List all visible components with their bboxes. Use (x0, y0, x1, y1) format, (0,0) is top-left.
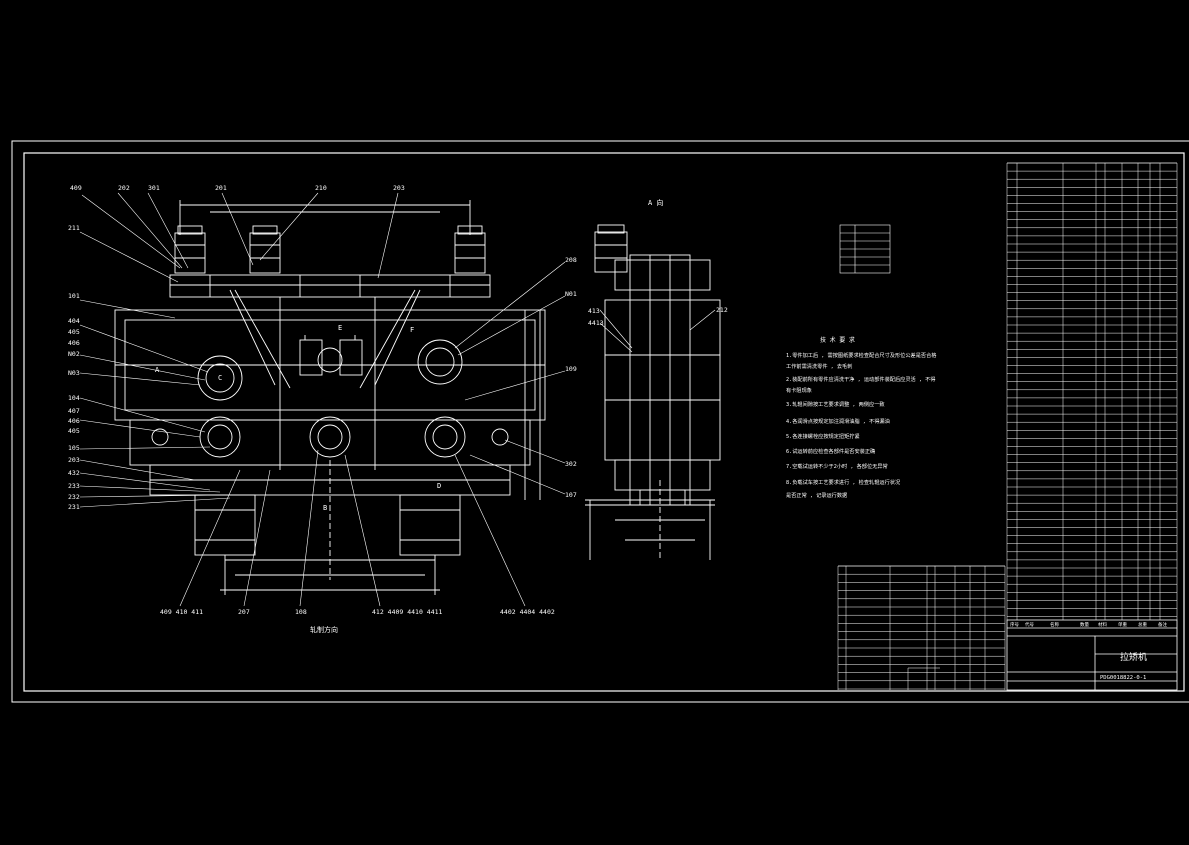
view-a-callout-1: 4413 (588, 319, 604, 327)
callout-left-16: 231 (68, 503, 80, 511)
callout-left-12: 203 (68, 456, 80, 464)
title-block-col-4: 材料 (1098, 621, 1107, 628)
view-a-title: A 向 (648, 198, 663, 207)
view-a-labels: A 向 413 4413 212 (588, 198, 728, 327)
tech-req-line-6: 5.各连接螺栓应按规定扭矩拧紧 (786, 432, 860, 440)
bill-of-materials-right (1006, 162, 1178, 620)
view-a-callout-0: 413 (588, 307, 600, 315)
sheet-outer-frame (11, 140, 1189, 703)
callout-left-0: 211 (68, 224, 80, 232)
title-block-col-1: 代号 (1025, 621, 1034, 628)
section-mark-d: D (437, 482, 441, 490)
callout-left-4: 406 (68, 339, 80, 347)
tech-req-line-2: 2.装配前所有零件应清洗干净 , 运动部件装配后应灵活 , 不得 (786, 375, 936, 383)
callout-right-3: 302 (565, 460, 577, 468)
main-view-leaders (79, 192, 566, 607)
callout-left-6: N03 (68, 369, 80, 377)
callout-left-9: 406 (68, 417, 80, 425)
callout-bottom-2: 108 (295, 608, 307, 616)
view-a-side-elevation (585, 224, 721, 560)
sheet-inner-frame (23, 152, 1185, 692)
callout-left-14: 233 (68, 482, 80, 490)
tech-req-line-1: 工作前需清洗零件 , 去毛刺 (786, 362, 852, 370)
callout-bottom-0: 409 410 411 (160, 608, 203, 616)
callout-left-1: 101 (68, 292, 80, 300)
callout-top-1: 202 (118, 184, 130, 192)
callout-top-4: 210 (315, 184, 327, 192)
title-block-col-7: 备注 (1158, 621, 1167, 628)
callout-right-2: 109 (565, 365, 577, 373)
callout-right-4: 107 (565, 491, 577, 499)
callout-top-5: 203 (393, 184, 405, 192)
tech-req-line-9: 8.负载试车按工艺要求进行 , 检查轧辊运行状况 (786, 478, 901, 486)
tech-req-line-8: 7.空载试运转不少于2小时 , 各部位无异常 (786, 462, 888, 470)
tech-req-line-4: 3.轧辊间隙按工艺要求调整 , 两侧应一致 (786, 400, 885, 408)
technical-requirements: 技 术 要 求 1.零件加工后 , 需按图纸要求检查配合尺寸及形位公差是否合格 … (786, 336, 937, 499)
callout-left-13: 432 (68, 469, 80, 477)
callout-right-0: 208 (565, 256, 577, 264)
title-block-col-3: 数量 (1080, 621, 1089, 628)
title-block-col-5: 单重 (1118, 621, 1127, 628)
title-block (1006, 619, 1178, 691)
section-mark-a: A (155, 366, 160, 374)
section-mark-f: F (410, 326, 414, 334)
callout-left-2: 404 (68, 317, 80, 325)
section-mark-e: E (338, 324, 342, 332)
main-view-front-elevation (114, 200, 546, 595)
drawing-name: 拉矫机 (1120, 651, 1147, 663)
callout-left-8: 407 (68, 407, 80, 415)
drawing-number: PDG0018822-0-1 (1100, 675, 1146, 681)
tech-req-line-0: 1.零件加工后 , 需按图纸要求检查配合尺寸及形位公差是否合格 (786, 351, 937, 359)
tech-req-line-10: 是否正常 , 记录运行数据 (786, 491, 847, 499)
legend-table (839, 224, 891, 274)
callout-left-15: 232 (68, 493, 80, 501)
callout-left-11: 105 (68, 444, 80, 452)
callout-left-10: 405 (68, 427, 80, 435)
tech-req-line-7: 6.试运转前应检查各部件是否安装正确 (786, 447, 875, 455)
callout-right-1: N01 (565, 290, 577, 298)
callout-top-3: 201 (215, 184, 227, 192)
view-a-callout-2: 212 (716, 306, 728, 314)
title-block-col-6: 总重 (1138, 621, 1147, 628)
tech-req-line-5: 4.各润滑点按规定加注润滑油脂 , 不得漏油 (786, 417, 890, 425)
callout-left-5: N02 (68, 350, 80, 358)
callout-bottom-4: 4402 4404 4402 (500, 608, 555, 616)
callout-top-2: 301 (148, 184, 160, 192)
title-block-text: 序号 代号 名称 数量 材料 单重 总重 备注 拉矫机 PDG0018822-0… (1010, 621, 1167, 681)
callout-top-0: 409 (70, 184, 82, 192)
title-block-col-2: 名称 (1050, 621, 1059, 628)
tech-req-heading: 技 术 要 求 (820, 336, 855, 344)
main-view-caption: 轧制方向 (310, 625, 338, 634)
section-mark-b: B (323, 504, 327, 512)
section-mark-c: C (218, 374, 222, 382)
callout-bottom-1: 207 (238, 608, 250, 616)
view-a-leaders (599, 309, 716, 353)
bill-of-materials-lower (837, 565, 1006, 690)
main-view-callouts: 409 202 301 201 210 203 211 101 404 405 … (68, 184, 577, 634)
callout-bottom-3: 412 4409 4410 4411 (372, 608, 443, 616)
title-block-col-0: 序号 (1010, 621, 1019, 628)
callout-left-3: 405 (68, 328, 80, 336)
tech-req-line-3: 有卡阻现象 (786, 386, 812, 394)
callout-left-7: 104 (68, 394, 80, 402)
